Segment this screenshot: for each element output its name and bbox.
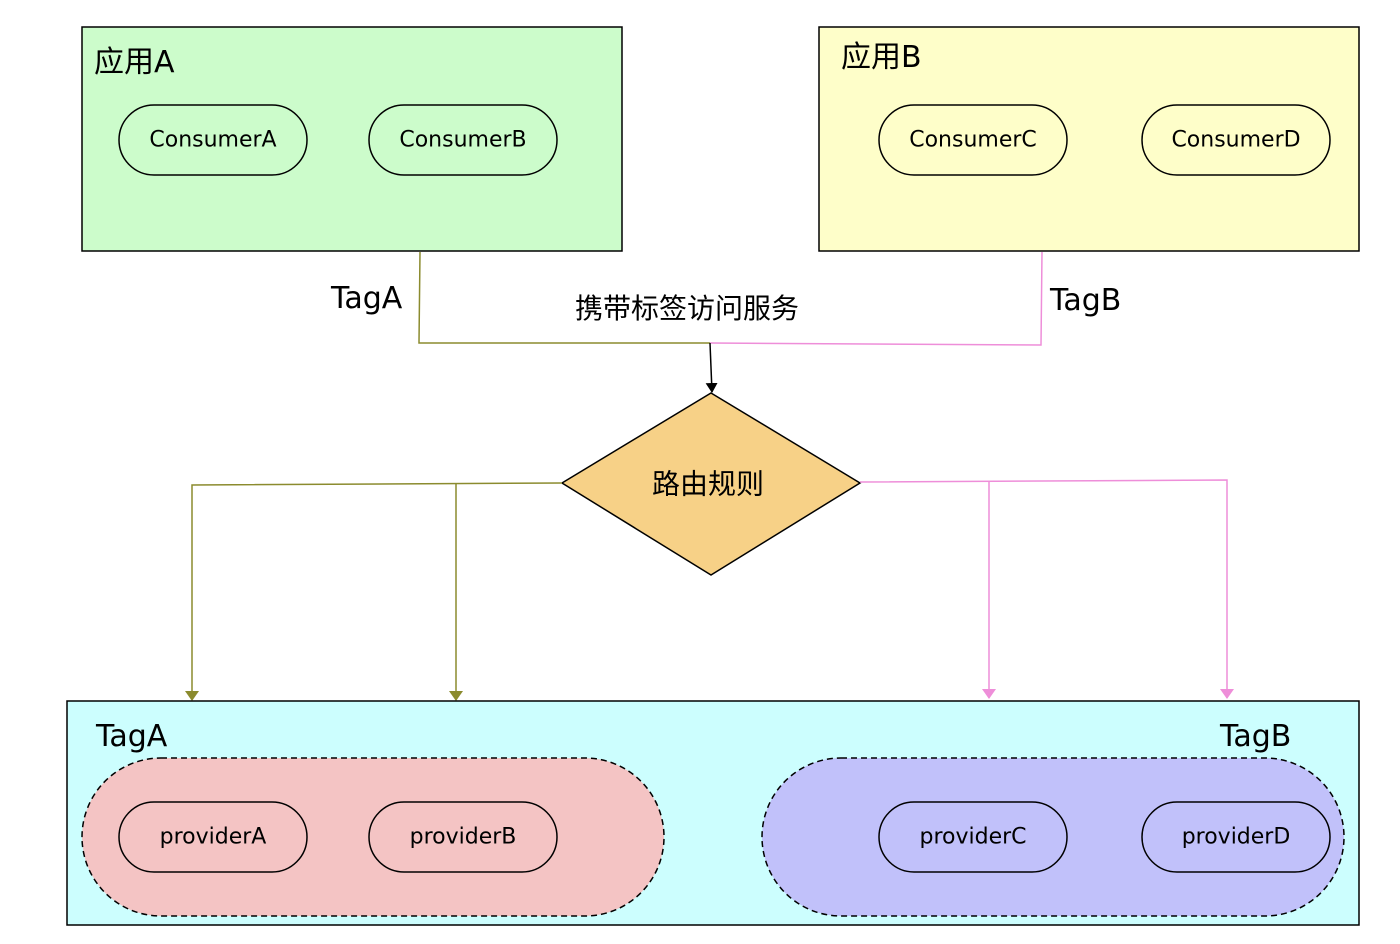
provider-a-node: providerA [118,801,308,873]
consumer-b-node: ConsumerB [368,104,558,176]
tag-a-route-line [185,482,563,701]
provider-c-node: providerC [878,801,1068,873]
consumer-c-label: ConsumerC [909,128,1037,153]
tag-b-request-label: TagB [1049,283,1121,318]
consumer-c-node: ConsumerC [878,104,1068,176]
app-a-title: 应用A [94,45,175,80]
merge-arrow [705,342,718,393]
edge-label: 携带标签访问服务 [575,292,799,325]
tag-a-request-line [418,251,710,344]
router-to-provider-edges [185,479,1234,701]
router-node: 路由规则 [560,392,862,576]
tag-b-route-line [859,479,1234,699]
provider-a-label: providerA [160,825,267,850]
consumer-a-node: ConsumerA [118,104,308,176]
provider-pool-tag-b-label: TagB [1219,719,1291,754]
tag-b-provider-group: providerC providerD [761,757,1345,917]
provider-b-label: providerB [410,825,517,850]
provider-c-label: providerC [919,825,1026,850]
provider-pool-tag-a-label: TagA [95,719,168,754]
provider-pool-group: TagA TagB providerA providerB providerC … [66,700,1360,926]
tag-a-request-label: TagA [330,281,403,316]
provider-b-node: providerB [368,801,558,873]
router-label: 路由规则 [652,468,764,501]
consumer-a-label: ConsumerA [149,128,276,153]
consumer-d-label: ConsumerD [1171,128,1300,153]
app-b-title: 应用B [841,40,922,75]
provider-d-node: providerD [1141,801,1331,873]
consumer-d-node: ConsumerD [1141,104,1331,176]
app-b-group: 应用B ConsumerC ConsumerD [818,26,1360,252]
app-to-router-edges: TagA TagB 携带标签访问服务 [330,251,1121,393]
tag-a-provider-group: providerA providerB [81,757,665,917]
router-diamond [560,392,862,576]
consumer-b-label: ConsumerB [399,128,526,153]
provider-d-label: providerD [1182,825,1291,850]
tag-b-request-line [709,251,1043,346]
app-a-group: 应用A ConsumerA ConsumerB [81,26,623,252]
